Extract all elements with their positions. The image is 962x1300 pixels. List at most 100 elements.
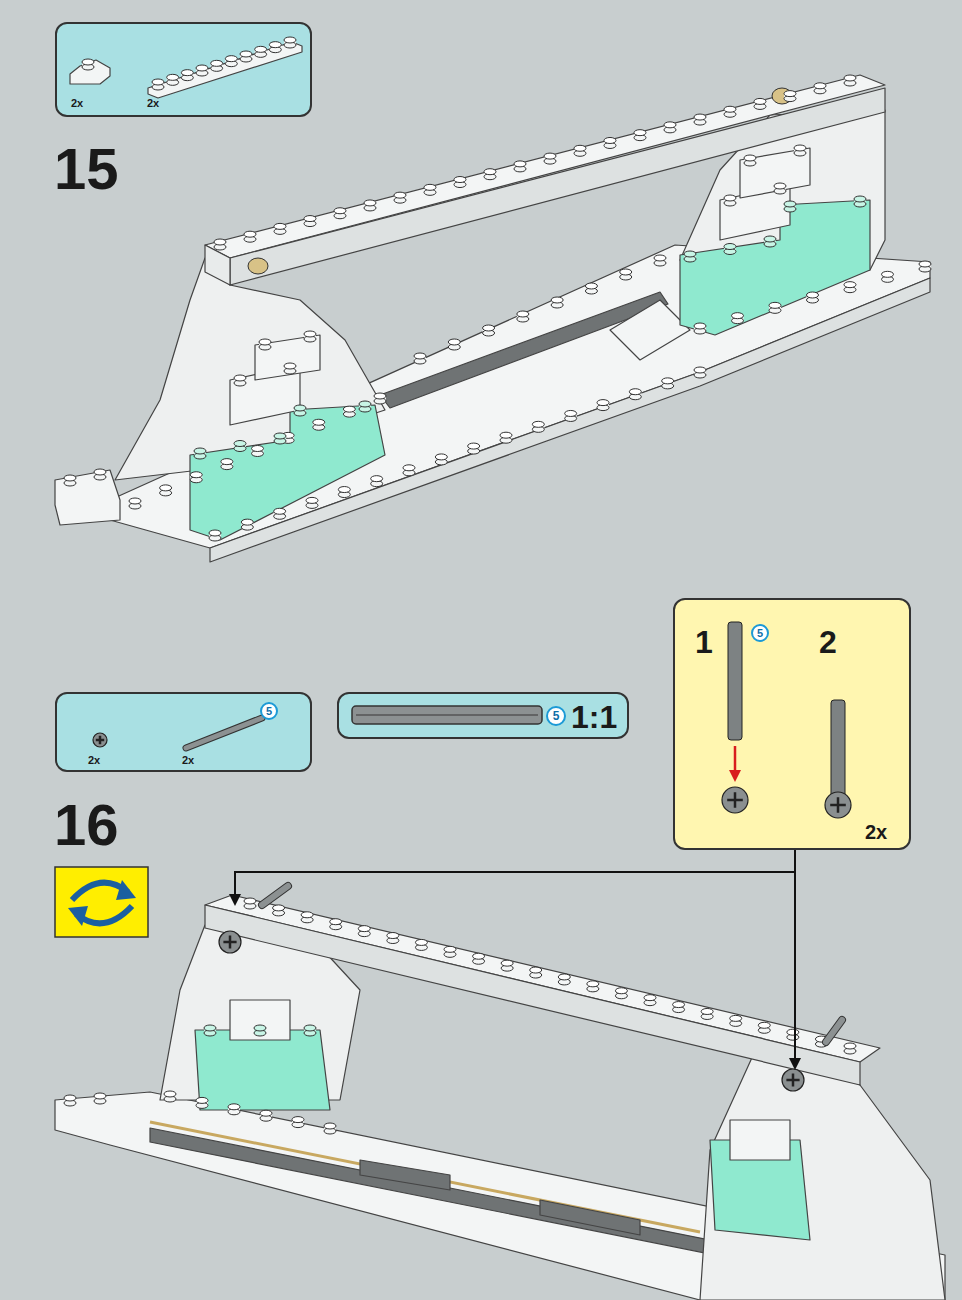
stud xyxy=(313,419,325,430)
stud xyxy=(794,145,806,156)
callout-number: 5 xyxy=(751,624,769,642)
scale-box: 51:1 xyxy=(337,692,629,739)
stud xyxy=(254,1025,266,1036)
stud xyxy=(364,200,376,211)
stud xyxy=(304,331,316,342)
stud xyxy=(814,83,826,94)
stud xyxy=(724,244,736,255)
stud xyxy=(273,905,285,916)
stud xyxy=(209,530,221,541)
white-brick xyxy=(740,148,810,198)
stud xyxy=(244,231,256,242)
stud xyxy=(454,177,466,188)
stud xyxy=(844,1043,856,1054)
stud xyxy=(604,137,616,148)
stud xyxy=(694,323,706,334)
stud xyxy=(784,201,796,212)
stud xyxy=(234,441,246,452)
stud xyxy=(343,406,355,417)
leader-line xyxy=(229,850,801,1070)
top-beam xyxy=(205,895,880,1062)
axle-outline xyxy=(186,718,262,748)
bush-part xyxy=(219,931,241,953)
bush-part xyxy=(825,792,851,818)
bush-part xyxy=(722,787,748,813)
stud xyxy=(644,995,656,1006)
stud xyxy=(415,939,427,950)
step-number: 1:1 xyxy=(571,701,617,733)
step-number: 1 xyxy=(695,626,713,658)
stud xyxy=(274,433,286,444)
stud xyxy=(769,302,781,313)
stud xyxy=(701,1008,713,1019)
quantity-label: 2x xyxy=(88,755,100,766)
stud xyxy=(259,339,271,350)
stud xyxy=(403,465,415,476)
stud xyxy=(587,981,599,992)
stud xyxy=(306,497,318,508)
stud xyxy=(371,476,383,487)
stud xyxy=(585,283,597,294)
stud xyxy=(764,236,776,247)
white-brick xyxy=(255,335,320,380)
stud xyxy=(758,1022,770,1033)
stud xyxy=(844,75,856,86)
subassembly-box: 1522x xyxy=(673,598,911,850)
stud xyxy=(597,400,609,411)
callout-number: 5 xyxy=(546,706,566,726)
right-pillar xyxy=(700,1040,945,1300)
stud xyxy=(255,46,267,57)
quantity-label: 2x xyxy=(71,98,83,109)
stud xyxy=(483,325,495,336)
stud xyxy=(190,472,202,483)
axle-part xyxy=(831,700,845,800)
quantity-label: 2x xyxy=(865,822,887,842)
stud xyxy=(240,51,252,62)
stud xyxy=(919,261,931,272)
bush-part xyxy=(93,733,107,747)
stud xyxy=(204,1025,216,1036)
bush-part xyxy=(782,1069,804,1091)
stud xyxy=(730,1015,742,1026)
stud xyxy=(664,122,676,133)
top-beam-side xyxy=(205,905,860,1085)
stud xyxy=(684,251,696,262)
stud xyxy=(129,498,141,509)
stud xyxy=(214,239,226,250)
stud xyxy=(304,216,316,227)
stud xyxy=(274,508,286,519)
teal-bricks xyxy=(190,405,385,540)
stud xyxy=(82,59,94,70)
stud xyxy=(444,946,456,957)
stud xyxy=(338,487,350,498)
stud xyxy=(334,208,346,219)
stud xyxy=(211,60,223,71)
stud xyxy=(167,74,179,85)
stud xyxy=(615,988,627,999)
stud xyxy=(252,446,264,457)
stud xyxy=(634,130,646,141)
stud xyxy=(724,106,736,117)
stud xyxy=(629,389,641,400)
stud xyxy=(292,1117,304,1128)
parts-box: 2x2x xyxy=(55,22,312,117)
stud xyxy=(774,183,786,194)
stud xyxy=(387,933,399,944)
round-tile xyxy=(248,258,268,274)
step-number: 15 xyxy=(54,140,119,198)
stud xyxy=(181,70,193,81)
stud xyxy=(414,353,426,364)
stud xyxy=(64,1095,76,1106)
stud xyxy=(274,223,286,234)
stud xyxy=(844,282,856,293)
stud xyxy=(468,443,480,454)
stud xyxy=(241,519,253,530)
stud xyxy=(64,475,76,486)
stud xyxy=(94,469,106,480)
quantity-label: 2x xyxy=(182,755,194,766)
stud xyxy=(673,1002,685,1013)
stud xyxy=(374,393,386,404)
axle-part xyxy=(826,1020,842,1042)
stud xyxy=(304,1025,316,1036)
white-brick xyxy=(730,1120,790,1160)
